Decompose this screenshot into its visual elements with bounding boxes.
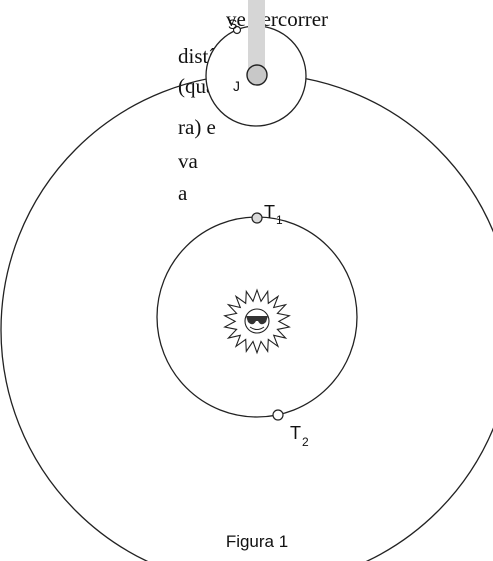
jupiter-label: J [233, 78, 240, 94]
figure-caption: Figura 1 [226, 532, 288, 551]
earth-t2-label: T [290, 423, 301, 443]
earth-t1-subscript: 1 [276, 213, 283, 227]
text-line-4: ra) e [178, 115, 216, 139]
earth-t1-label: T [264, 202, 275, 222]
earth-position-t2 [272, 409, 284, 421]
text-line-1: ve percorrer [226, 7, 329, 31]
satellite-label: S [228, 16, 237, 32]
text-line-6: a [178, 181, 188, 205]
text-line-5: va [178, 149, 198, 173]
satellite-point [232, 25, 242, 35]
jupiter-planet [246, 64, 268, 86]
jupiter-shadow-band [248, 0, 265, 76]
earth-position-t1 [251, 212, 263, 224]
earth-t2-subscript: 2 [302, 435, 309, 449]
sun-with-sunglasses-icon [223, 288, 291, 355]
